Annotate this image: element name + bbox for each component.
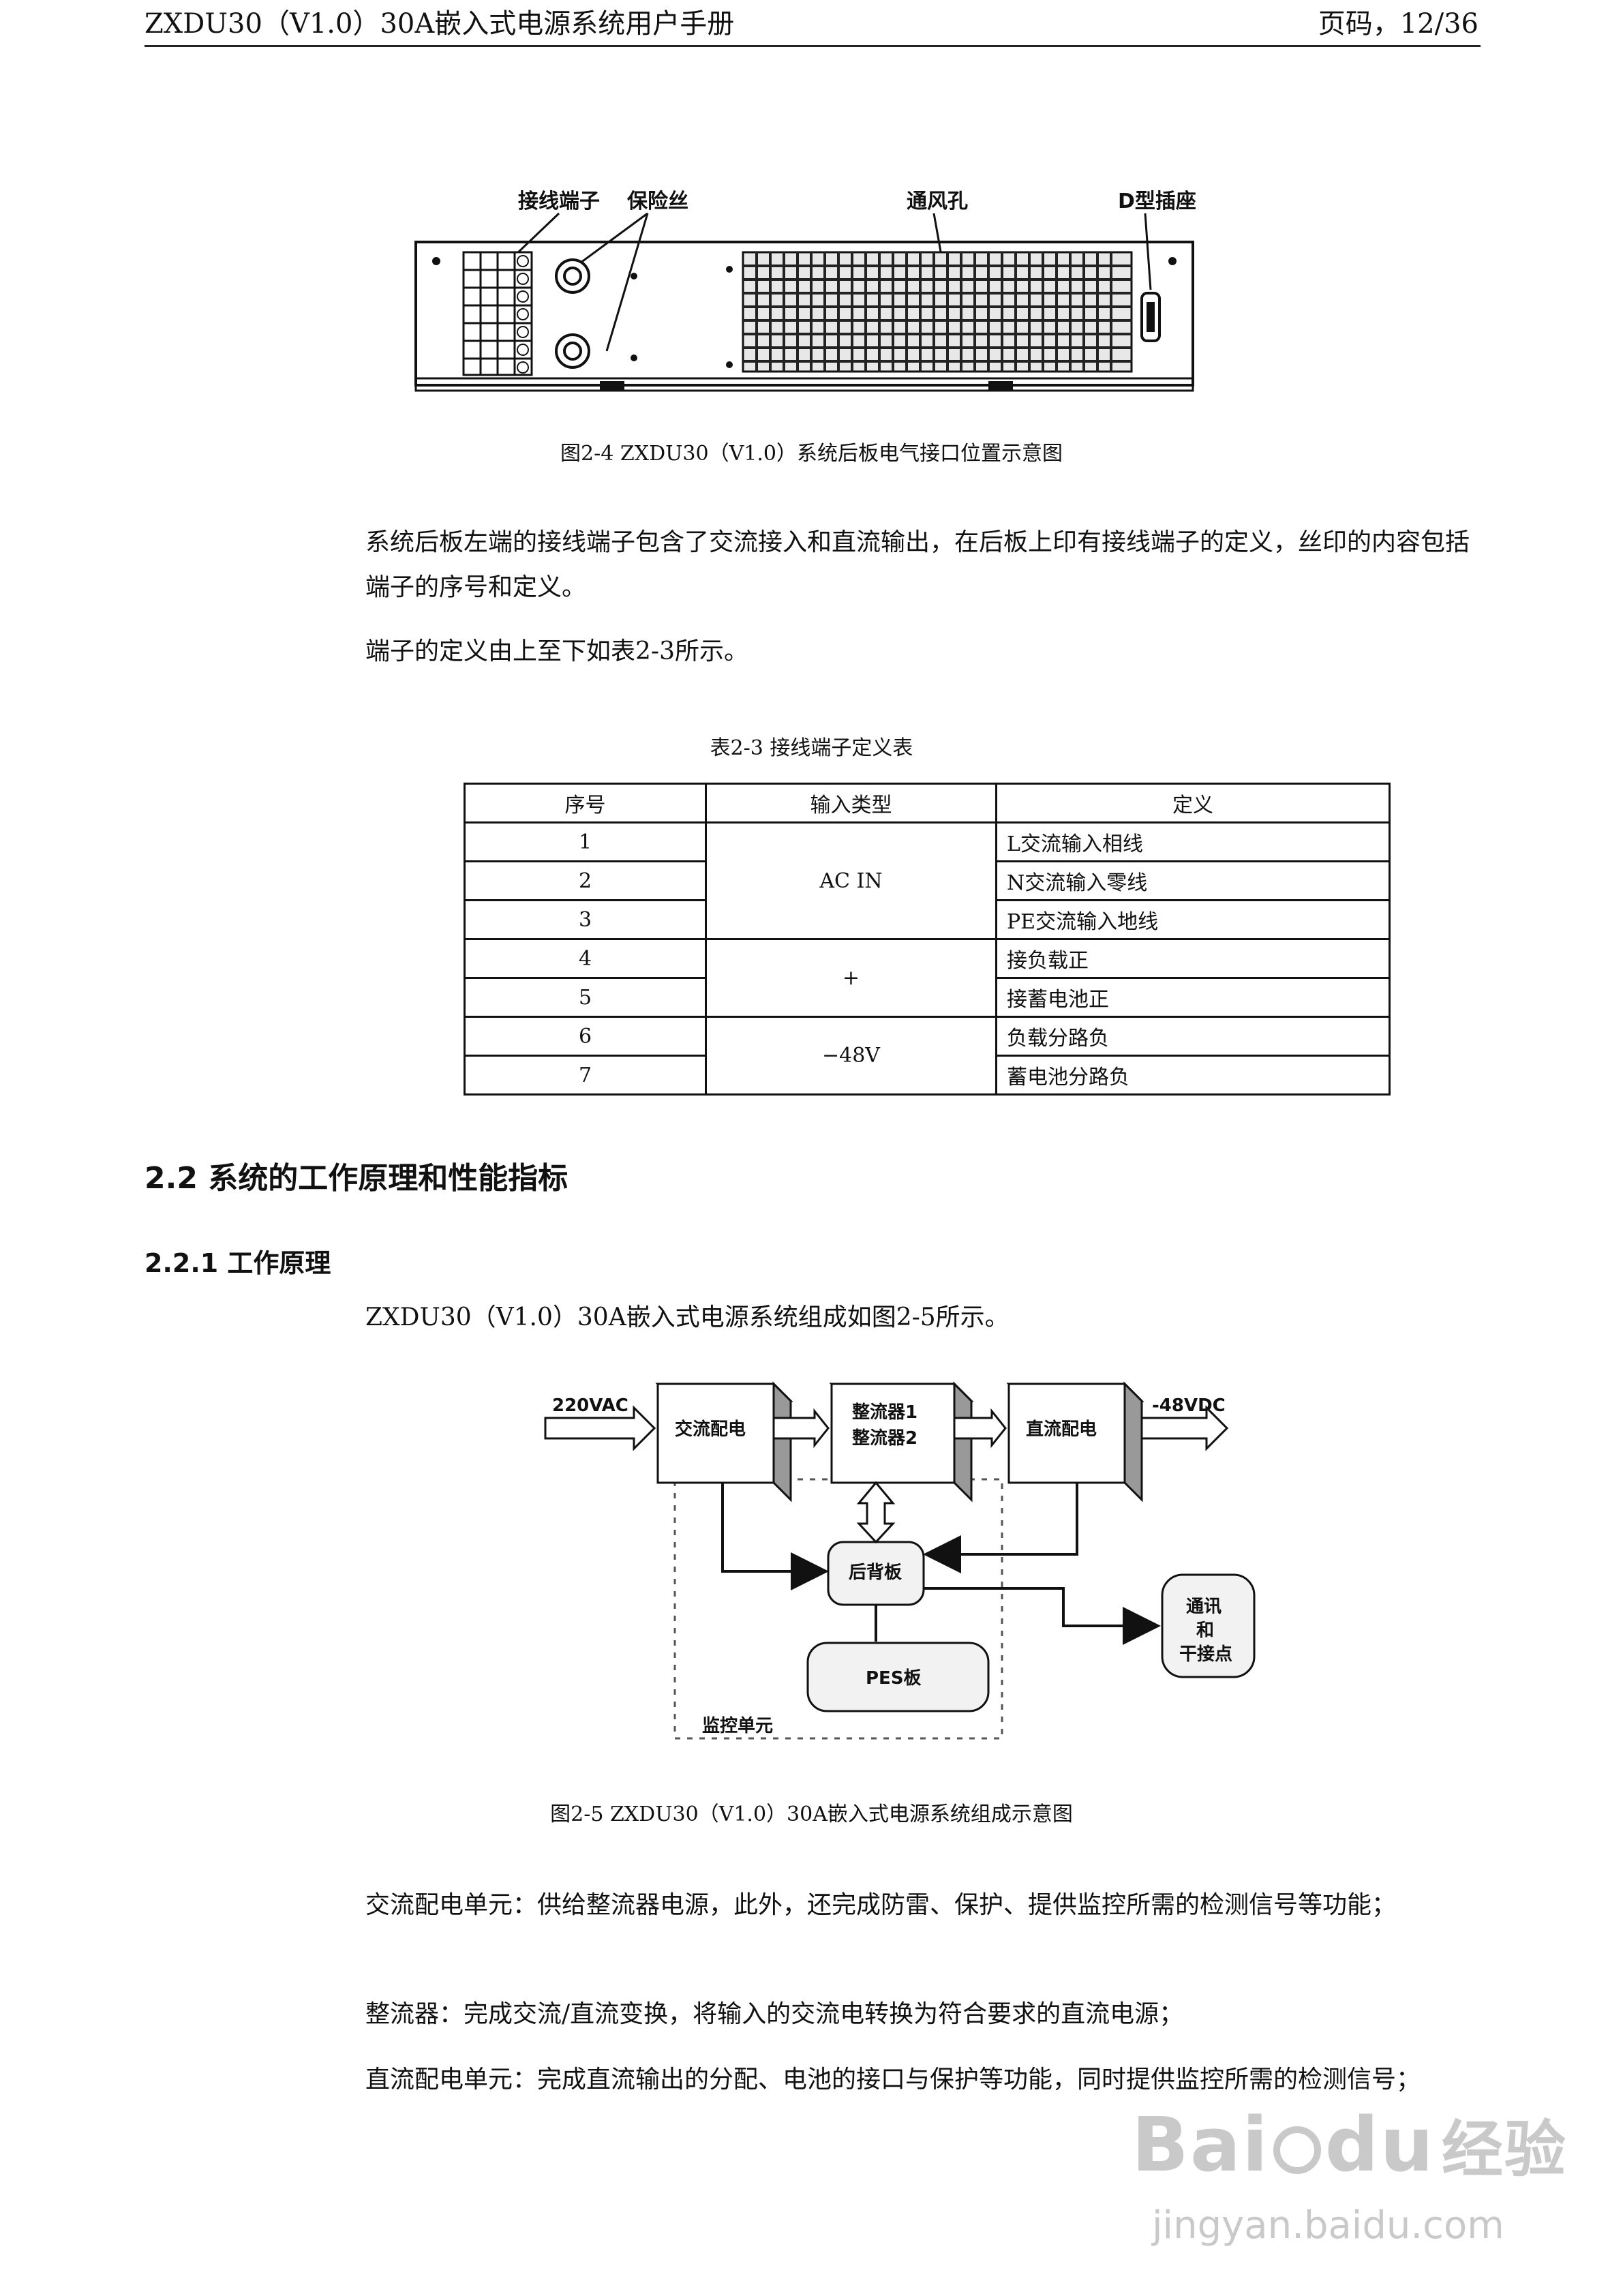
cell-definition: L交流输入相线 [995,821,1391,862]
table-row: 6 −48V 负载分路负 [464,1016,1391,1096]
cell-definition: 接蓄电池正 [995,977,1391,1018]
label-rectifier-2: 整流器2 [852,1428,917,1449]
cell-no: 7 [464,1055,707,1096]
header-page-number: 页码，12/36 [1318,8,1478,40]
cell-no: 1 [464,821,707,862]
label-d-socket: D型插座 [1118,190,1196,213]
cell-no: 6 [464,1016,707,1057]
watermark-url: jingyan.baidu.com [1152,2203,1504,2248]
cell-no: 3 [464,899,707,940]
cell-definition: 蓄电池分路负 [995,1055,1391,1096]
table-row: 3 PE交流输入地线 [464,899,1391,940]
header-type: 输入类型 [705,783,997,824]
figure-2-4-caption: 图2-4 ZXDU30（V1.0）系统后板电气接口位置示意图 [560,442,1063,466]
cell-definition: 接负载正 [995,938,1391,979]
label-comm-3: 干接点 [1179,1644,1232,1665]
label-fuse: 保险丝 [627,190,688,213]
cell-no: 2 [464,860,707,901]
table-2-3-caption: 表2-3 接线端子定义表 [710,736,913,760]
label-dc-output: -48VDC [1152,1395,1226,1416]
label-rectifier-1: 整流器1 [852,1402,917,1423]
label-ac-distribution: 交流配电 [675,1419,746,1440]
paragraph-dc-distribution: 直流配电单元：完成直流输出的分配、电池的接口与保护等功能，同时提供监控所需的检测… [365,2066,1421,2094]
terminal-definition-table: 序号 输入类型 定义 1 AC IN L交流输入相线 2 N交流输入零线 3 P… [464,783,1391,1096]
cell-type-minus: −48V [705,1016,997,1096]
label-dc-distribution: 直流配电 [1026,1419,1097,1440]
rear-panel-diagram: 接线端子 保险丝 通风孔 D型插座 [414,190,1196,392]
cell-definition: 负载分路负 [995,1016,1391,1057]
label-vent: 通风孔 [907,190,968,213]
table-header-row: 序号 输入类型 定义 [464,783,1391,824]
header-title: ZXDU30（V1.0）30A嵌入式电源系统用户手册 [145,8,735,40]
section-2-2-title: 2.2 系统的工作原理和性能指标 [145,1161,568,1196]
paragraph-terminal-intro: 系统后板左端的接线端子包含了交流接入和直流输出，在后板上印有接线端子的定义，丝印… [365,528,1470,601]
header-definition: 定义 [995,783,1391,824]
table-row: 7 蓄电池分路负 [464,1055,1391,1096]
cell-type-plus: + [705,938,997,1018]
header-no: 序号 [464,783,707,824]
watermark-brand-3: 经验 [1441,2114,1567,2186]
cell-definition: N交流输入零线 [995,860,1391,901]
table-row: 1 AC IN L交流输入相线 [464,821,1391,940]
label-pes-board: PES板 [866,1668,922,1689]
cell-definition: PE交流输入地线 [995,899,1391,940]
paragraph-system-intro: ZXDU30（V1.0）30A嵌入式电源系统组成如图2-5所示。 [365,1303,1010,1331]
section-2-2-1-title: 2.2.1 工作原理 [145,1248,331,1278]
cell-no: 4 [464,938,707,979]
paragraph-rectifier: 整流器：完成交流/直流变换，将输入的交流电转换为符合要求的直流电源； [365,2000,1184,2028]
paragraph-ac-distribution: 交流配电单元：供给整流器电源，此外，还完成防雷、保护、提供监控所需的检测信号等功… [365,1891,1397,1919]
system-block-diagram: 220VAC 交流配电 整流器1 整流器2 直流配电 -48VDC 后背板 PE… [544,1381,1256,1740]
label-backplane: 后背板 [849,1562,902,1583]
figure-2-5-caption: 图2-5 ZXDU30（V1.0）30A嵌入式电源系统组成示意图 [550,1802,1073,1826]
label-comm-2: 和 [1196,1620,1214,1641]
cell-type-ac: AC IN [705,821,997,940]
table-row: 5 接蓄电池正 [464,977,1391,1018]
paragraph-terminal-def: 端子的定义由上至下如表2-3所示。 [365,637,748,665]
header-rule [145,45,1481,47]
label-comm-1: 通讯 [1186,1597,1222,1617]
watermark-brand-1: Bai [1132,2101,1269,2188]
watermark-brand-2: du [1324,2101,1435,2188]
label-ac-input: 220VAC [552,1395,628,1416]
label-terminal: 接线端子 [518,190,600,213]
label-monitor-unit: 监控单元 [702,1716,773,1736]
table-row: 2 N交流输入零线 [464,860,1391,901]
table-row: 4 + 接负载正 [464,938,1391,1018]
cell-no: 5 [464,977,707,1018]
paw-icon [1273,2126,1321,2174]
